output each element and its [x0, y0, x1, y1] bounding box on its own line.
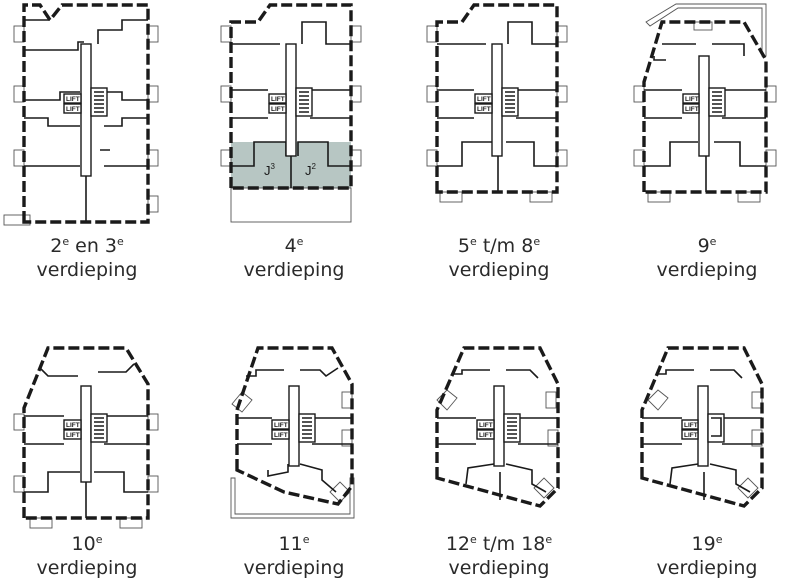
lift-label: LIFT — [479, 432, 493, 439]
lift-label: LIFT — [66, 422, 80, 429]
plan-floor-2-3 — [3, 3, 159, 226]
lift-label: LIFT — [66, 106, 80, 113]
caption-floor-4: 4e verdieping — [243, 235, 345, 281]
lift-label: LIFT — [274, 422, 288, 429]
lift-label: LIFT — [274, 432, 288, 439]
caption-floor-11: 11e verdieping — [243, 533, 345, 579]
lift-label: LIFT — [271, 96, 285, 103]
plan-floor-11 — [230, 346, 355, 519]
lift-label: LIFT — [685, 96, 699, 103]
lift-label: LIFT — [66, 96, 80, 103]
plan-floor-10 — [13, 346, 159, 529]
lift-label: LIFT — [477, 106, 491, 113]
lift-label: LIFT — [479, 422, 493, 429]
caption-floor-19: 19e verdieping — [656, 533, 758, 579]
lift-label: LIFT — [66, 432, 80, 439]
lift-label: LIFT — [477, 96, 491, 103]
caption-floor-10: 10e verdieping — [36, 533, 138, 579]
lift-label: LIFT — [684, 422, 698, 429]
caption-floor-5-8: 5e t/m 8e verdieping — [448, 235, 550, 281]
lift-labels: LIFT LIFT LIFT LIFT LIFT LIFT LIFT LIFT … — [66, 96, 699, 439]
unit-label-j2: J2 — [305, 162, 317, 178]
lift-label: LIFT — [685, 106, 699, 113]
plan-floor-4 — [220, 3, 362, 223]
plan-floor-12-18 — [435, 346, 560, 508]
caption-floor-2-3: 2e en 3e verdieping — [36, 235, 138, 281]
caption-floor-9: 9e verdieping — [656, 235, 758, 281]
caption-floor-12-18: 12e t/m 18e verdieping — [445, 533, 553, 579]
unit-label-j3: J3 — [264, 162, 276, 178]
lift-label: LIFT — [271, 106, 285, 113]
lift-label: LIFT — [684, 432, 698, 439]
plan-floor-19 — [640, 346, 764, 508]
plan-floor-9 — [633, 3, 777, 203]
plan-floor-5-8 — [426, 3, 568, 203]
